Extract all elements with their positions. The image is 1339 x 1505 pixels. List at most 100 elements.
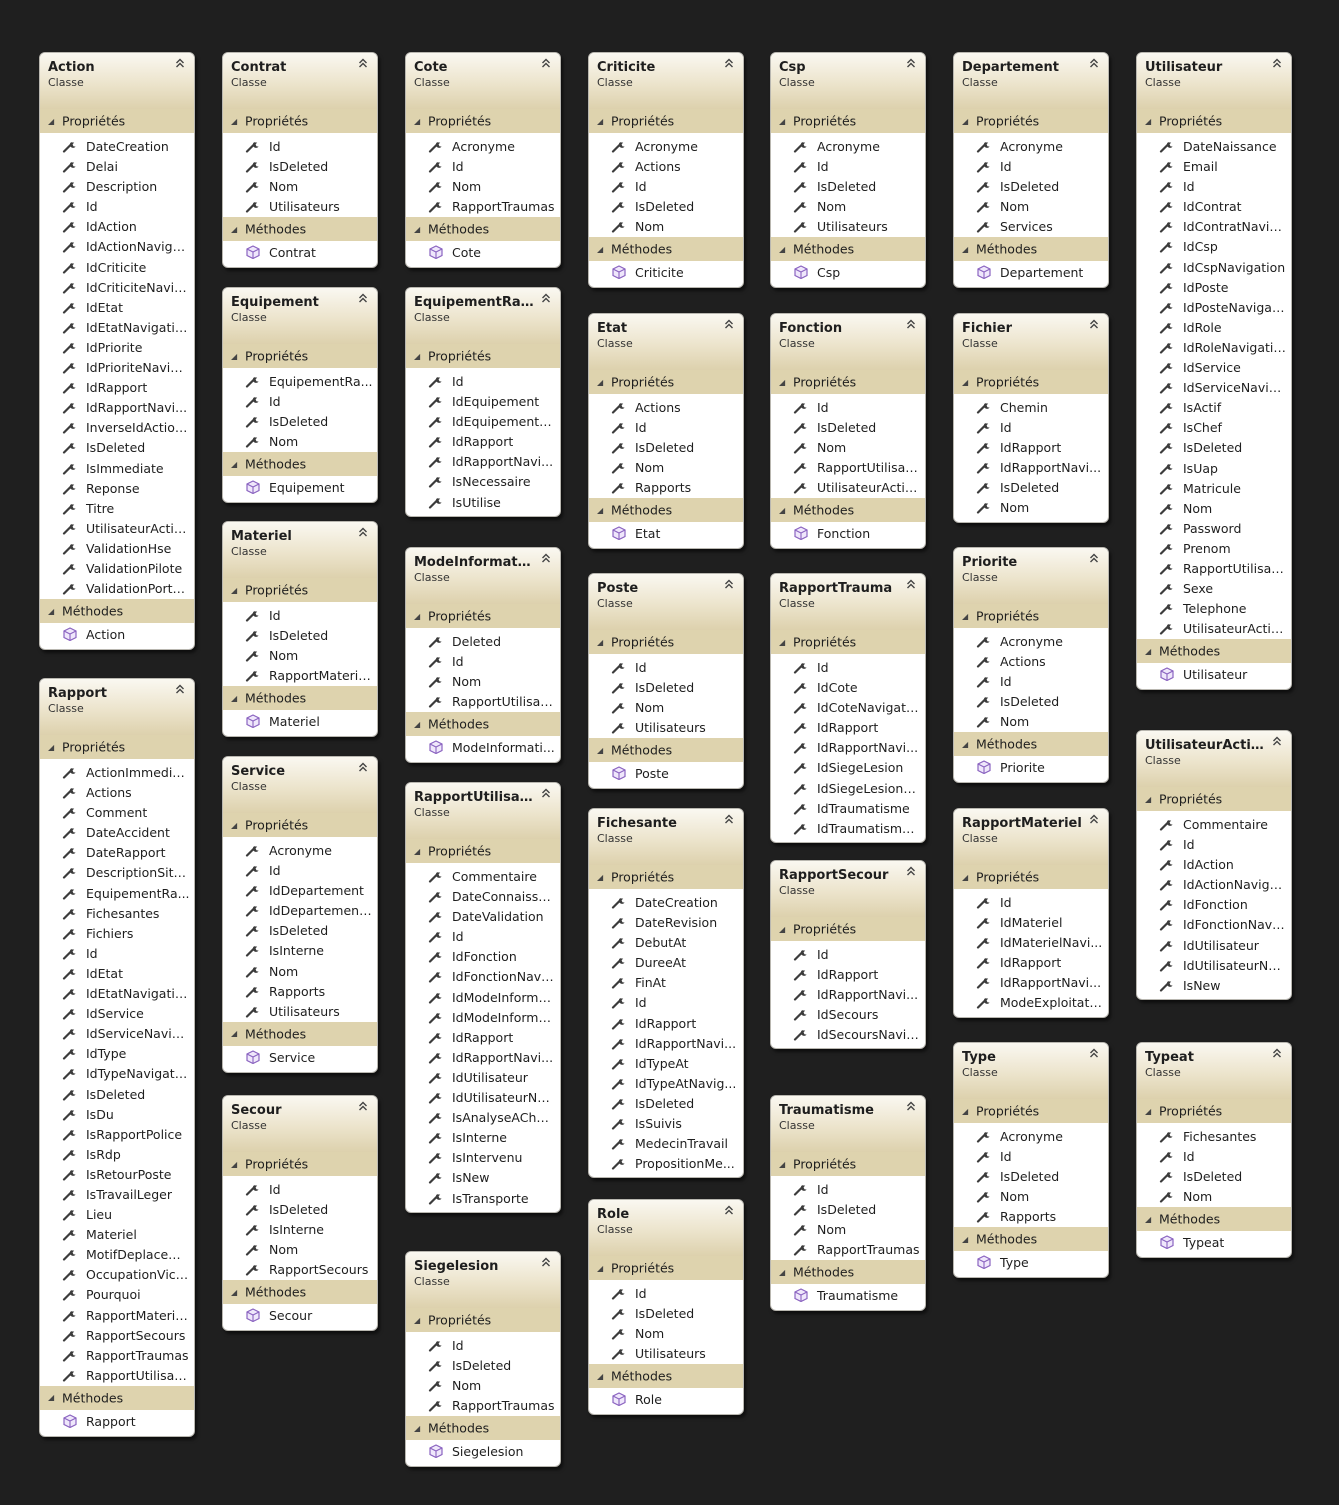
double-chevron-up-icon[interactable]: [1087, 1047, 1101, 1061]
property-item[interactable]: IsNecessaire: [406, 472, 560, 492]
property-item[interactable]: IsDeleted: [954, 177, 1108, 197]
property-item[interactable]: Nom: [954, 498, 1108, 518]
property-item[interactable]: Rapports: [954, 1207, 1108, 1227]
property-item[interactable]: Nom: [406, 1376, 560, 1396]
triangle-down-icon[interactable]: ◢: [231, 693, 238, 703]
triangle-down-icon[interactable]: ◢: [962, 116, 969, 126]
double-chevron-up-icon[interactable]: [722, 318, 736, 332]
property-item[interactable]: Id: [589, 993, 743, 1013]
double-chevron-up-icon[interactable]: [356, 57, 370, 71]
property-item[interactable]: IdCote: [771, 678, 925, 698]
property-item[interactable]: Actions: [40, 783, 194, 803]
method-item[interactable]: Departement: [954, 261, 1108, 284]
property-item[interactable]: IdEtatNavigation: [40, 984, 194, 1004]
property-item[interactable]: FinAt: [589, 973, 743, 993]
property-item[interactable]: IsDeleted: [1137, 438, 1291, 458]
property-item[interactable]: IdSecours: [771, 1005, 925, 1025]
property-item[interactable]: RapportUtilisat...: [771, 458, 925, 478]
properties-section-header[interactable]: ◢Propriétés: [223, 578, 377, 602]
triangle-down-icon[interactable]: ◢: [779, 924, 786, 934]
property-item[interactable]: DebutAt: [589, 933, 743, 953]
property-item[interactable]: Pourquoi: [40, 1285, 194, 1305]
triangle-down-icon[interactable]: ◢: [962, 244, 969, 254]
triangle-down-icon[interactable]: ◢: [597, 377, 604, 387]
triangle-down-icon[interactable]: ◢: [414, 846, 421, 856]
property-item[interactable]: Chemin: [954, 398, 1108, 418]
property-item[interactable]: Id: [1137, 835, 1291, 855]
triangle-down-icon[interactable]: ◢: [597, 505, 604, 515]
triangle-down-icon[interactable]: ◢: [414, 1423, 421, 1433]
property-item[interactable]: UtilisateurActio...: [771, 478, 925, 498]
property-item[interactable]: DateCreation: [589, 893, 743, 913]
methods-section-header[interactable]: ◢Méthodes: [771, 1260, 925, 1285]
properties-section-header[interactable]: ◢Propriétés: [40, 109, 194, 133]
properties-section-header[interactable]: ◢Propriétés: [40, 735, 194, 759]
property-item[interactable]: Titre: [40, 499, 194, 519]
property-item[interactable]: IdServiceNavig...: [40, 1024, 194, 1044]
property-item[interactable]: Nom: [954, 197, 1108, 217]
triangle-down-icon[interactable]: ◢: [779, 505, 786, 515]
property-item[interactable]: Id: [771, 398, 925, 418]
property-item[interactable]: Acronyme: [954, 632, 1108, 652]
property-item[interactable]: IdRapportNavi...: [40, 398, 194, 418]
property-item[interactable]: Password: [1137, 519, 1291, 539]
property-item[interactable]: Acronyme: [406, 137, 560, 157]
property-item[interactable]: DateAccident: [40, 823, 194, 843]
property-item[interactable]: Id: [771, 1180, 925, 1200]
property-item[interactable]: IsRetourPoste: [40, 1165, 194, 1185]
triangle-down-icon[interactable]: ◢: [962, 872, 969, 882]
methods-section-header[interactable]: ◢Méthodes: [223, 452, 377, 477]
methods-section-header[interactable]: ◢Méthodes: [954, 237, 1108, 262]
property-item[interactable]: Nom: [771, 438, 925, 458]
methods-section-header[interactable]: ◢Méthodes: [223, 686, 377, 711]
property-item[interactable]: DateConnaissa...: [406, 887, 560, 907]
property-item[interactable]: Nom: [589, 458, 743, 478]
property-item[interactable]: IsIntervenu: [406, 1148, 560, 1168]
properties-section-header[interactable]: ◢Propriétés: [589, 1256, 743, 1280]
property-item[interactable]: IdActionNaviga...: [1137, 875, 1291, 895]
triangle-down-icon[interactable]: ◢: [1145, 116, 1152, 126]
property-item[interactable]: IsDeleted: [771, 177, 925, 197]
triangle-down-icon[interactable]: ◢: [48, 742, 55, 752]
triangle-down-icon[interactable]: ◢: [779, 244, 786, 254]
property-item[interactable]: IsAnalyseAChaud: [406, 1108, 560, 1128]
triangle-down-icon[interactable]: ◢: [597, 872, 604, 882]
property-item[interactable]: IsInterne: [223, 1220, 377, 1240]
triangle-down-icon[interactable]: ◢: [1145, 646, 1152, 656]
property-item[interactable]: Id: [406, 157, 560, 177]
double-chevron-up-icon[interactable]: [722, 57, 736, 71]
property-item[interactable]: IsNew: [406, 1168, 560, 1188]
methods-section-header[interactable]: ◢Méthodes: [406, 217, 560, 242]
double-chevron-up-icon[interactable]: [539, 787, 553, 801]
triangle-down-icon[interactable]: ◢: [962, 377, 969, 387]
property-item[interactable]: IsRdp: [40, 1145, 194, 1165]
property-item[interactable]: Nom: [589, 698, 743, 718]
property-item[interactable]: IdEtat: [40, 964, 194, 984]
methods-section-header[interactable]: ◢Méthodes: [223, 217, 377, 242]
properties-section-header[interactable]: ◢Propriétés: [954, 604, 1108, 628]
property-item[interactable]: DureeAt: [589, 953, 743, 973]
properties-section-header[interactable]: ◢Propriétés: [954, 370, 1108, 394]
property-item[interactable]: ValidationHse: [40, 539, 194, 559]
property-item[interactable]: IsDeleted: [954, 692, 1108, 712]
property-item[interactable]: IdRapportNavi...: [771, 738, 925, 758]
property-item[interactable]: Commentaire: [406, 867, 560, 887]
property-item[interactable]: DescriptionSitu...: [40, 863, 194, 883]
property-item[interactable]: IsDeleted: [771, 418, 925, 438]
property-item[interactable]: IsDeleted: [589, 1304, 743, 1324]
property-item[interactable]: IsInterne: [406, 1128, 560, 1148]
double-chevron-up-icon[interactable]: [1087, 813, 1101, 827]
property-item[interactable]: Id: [223, 1180, 377, 1200]
properties-section-header[interactable]: ◢Propriétés: [223, 109, 377, 133]
property-item[interactable]: IdRapport: [40, 378, 194, 398]
